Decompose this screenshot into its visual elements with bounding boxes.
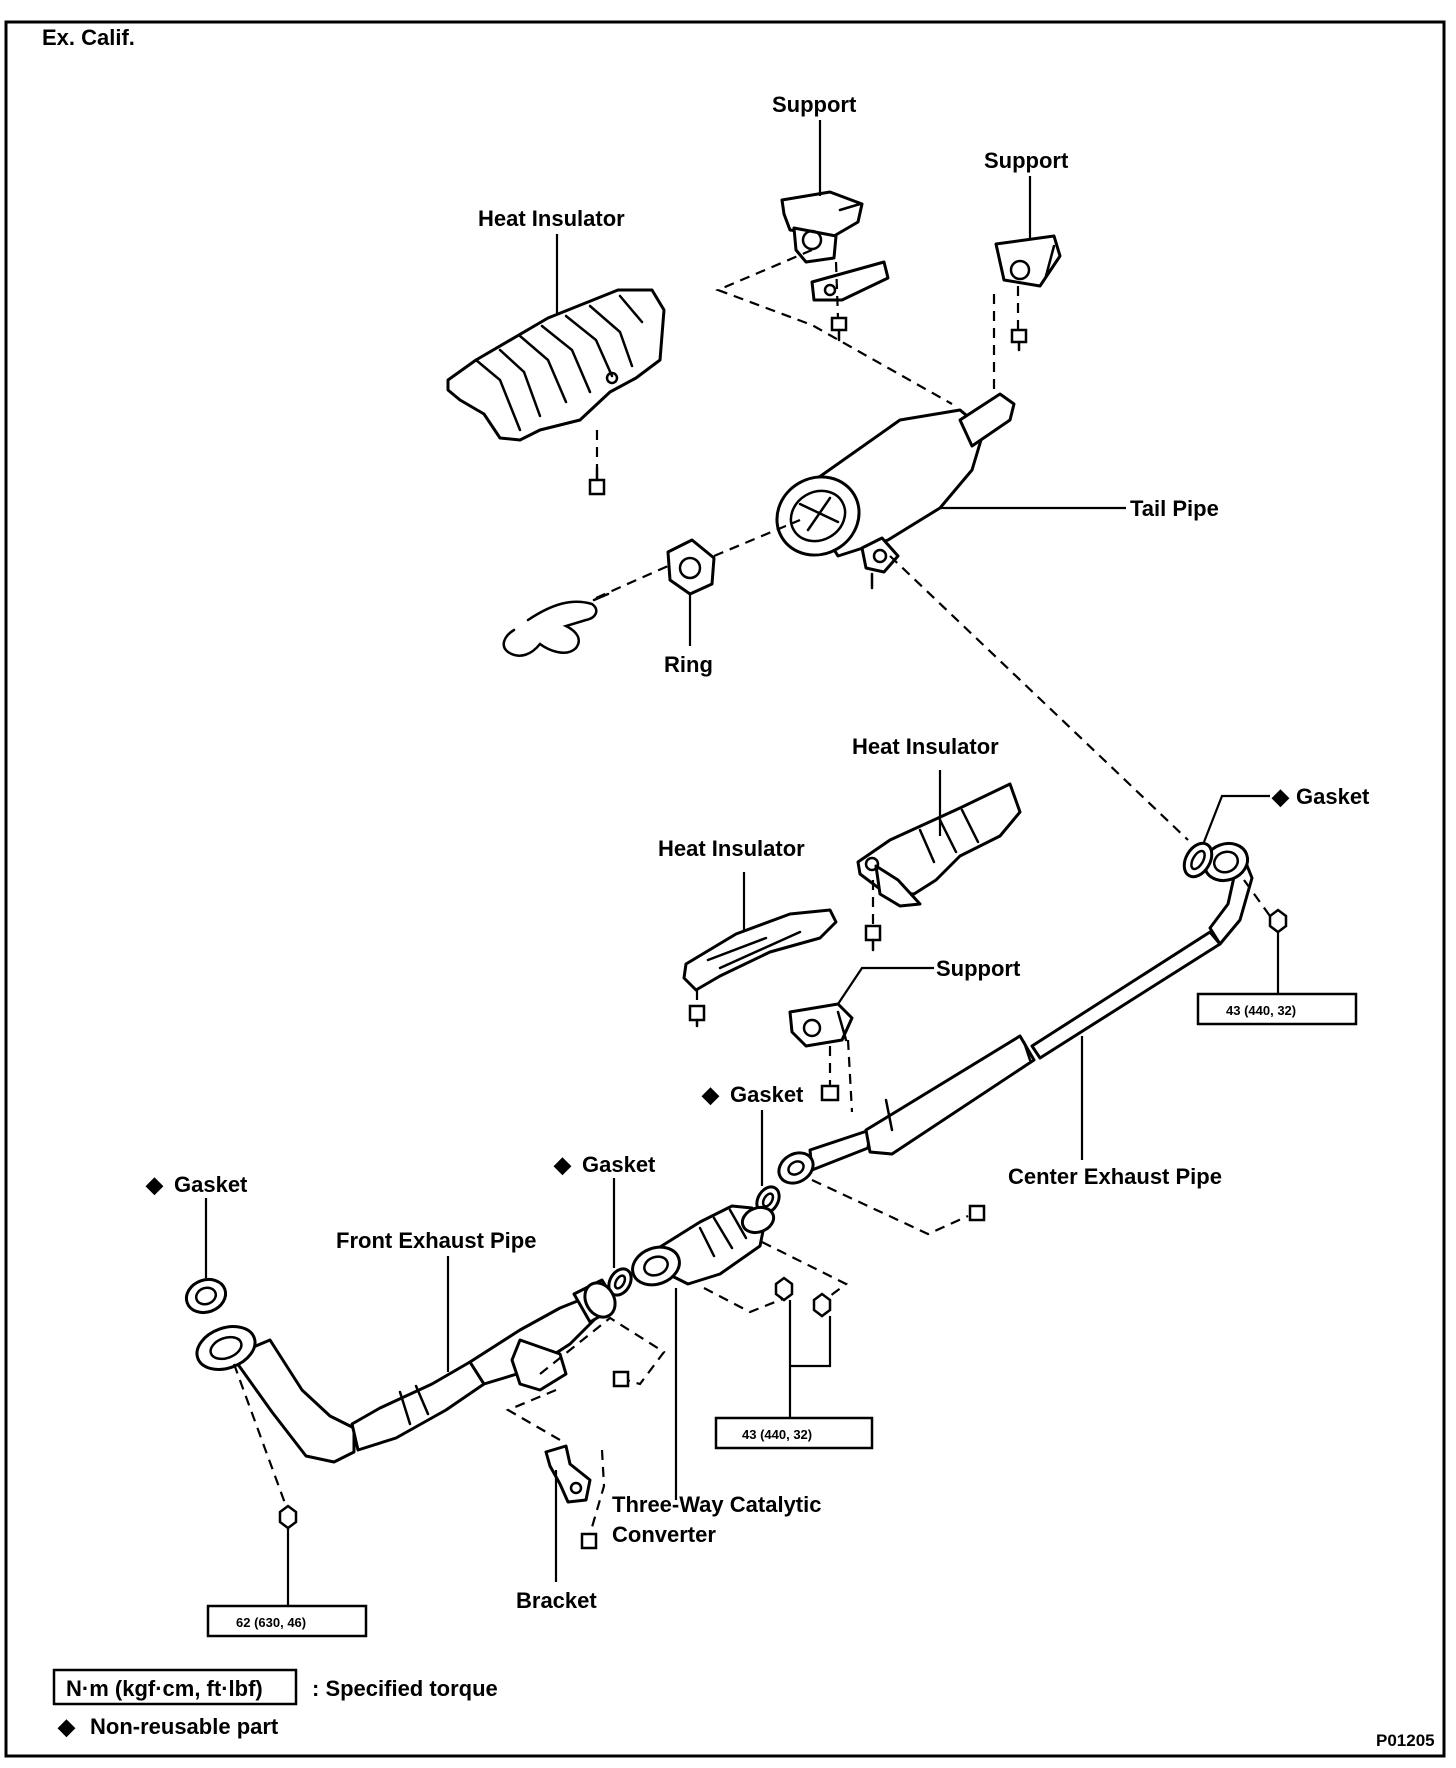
nut-mid-2 [812,1292,832,1318]
bracket [544,1444,598,1550]
leader-support-mid [837,966,934,1005]
legend-non-reusable: Non-reusable part [90,1714,279,1739]
heat-insulator-mid-right [856,782,1022,952]
dash-support-mid [828,1039,854,1113]
dash-three-way-nuts [703,1241,849,1314]
torque-box-middle [714,1416,874,1450]
torque-box-left [206,1604,368,1638]
support-top-right [994,234,1062,352]
torque-box-right [1196,992,1358,1026]
diamond-gasket-mid: ◆ [701,1082,720,1107]
bolt-center [968,1204,986,1222]
label-three-way-line2: Converter [612,1522,716,1547]
ring [502,538,716,657]
heat-insulator-mid-left [682,908,838,1028]
page-frame [4,20,1446,1758]
front-exhaust-pipe [195,1278,617,1464]
tail-pipe [775,392,1016,590]
label-gasket-center: Gasket [582,1152,656,1177]
label-bracket: Bracket [516,1588,597,1613]
legend-torque-desc: : Specified torque [312,1676,498,1701]
dash-support-top-left-bolt [834,261,840,319]
gasket-left [184,1277,228,1315]
dash-front-nut [232,1363,288,1507]
dash-ring [595,518,801,600]
dash-center-bolt [811,1179,969,1236]
label-support-top-left: Support [772,92,857,117]
label-heat-insulator-top: Heat Insulator [478,206,625,231]
leader-gasket-right [1202,794,1270,843]
label-gasket-mid: Gasket [730,1082,804,1107]
diamond-gasket-center: ◆ [553,1152,572,1177]
label-center-exhaust-pipe: Center Exhaust Pipe [1008,1164,1222,1189]
label-heat-insulator-mid-right: Heat Insulator [852,734,999,759]
nut-mid-1 [774,1276,794,1302]
figure-code: P01205 [1376,1731,1435,1750]
label-gasket-left: Gasket [174,1172,248,1197]
torque-value-left: 62 (630, 46) [236,1615,306,1630]
label-front-exhaust-pipe: Front Exhaust Pipe [336,1228,536,1253]
leader-torque-mid [788,1300,832,1418]
diamond-gasket-right: ◆ [1271,784,1290,809]
dash-nut-right [1243,879,1271,917]
label-support-top-right: Support [984,148,1069,173]
dash-bracket [505,1316,666,1535]
three-way-catalytic-converter [631,1204,776,1287]
label-tail-pipe: Tail Pipe [1130,496,1219,521]
label-three-way-line1: Three-Way Catalytic [612,1492,821,1517]
nut-left [278,1504,298,1530]
torque-value-middle: 43 (440, 32) [742,1427,812,1442]
support-top-left [780,190,890,342]
legend-diamond: ◆ [57,1714,76,1739]
dash-tail-pipe-to-center [889,555,1189,841]
torque-value-right: 43 (440, 32) [1226,1003,1296,1018]
heat-insulator-top [446,288,666,496]
center-exhaust-pipe [777,841,1254,1185]
legend-torque-box [52,1668,298,1706]
variant-label: Ex. Calif. [42,25,135,50]
gasket-right [1182,841,1214,879]
gasket-center [607,1267,633,1297]
diamond-gasket-left: ◆ [145,1172,164,1197]
nut-right [1268,908,1288,934]
dash-support-top-left [715,248,953,405]
label-gasket-right: Gasket [1296,784,1370,809]
label-ring: Ring [664,652,713,677]
legend-torque-unit: N·m (kgf·cm, ft·lbf) [66,1676,263,1701]
bolt-bracket-upper [612,1370,630,1388]
label-heat-insulator-mid-left: Heat Insulator [658,836,805,861]
label-support-mid: Support [936,956,1021,981]
support-mid [788,1002,854,1102]
